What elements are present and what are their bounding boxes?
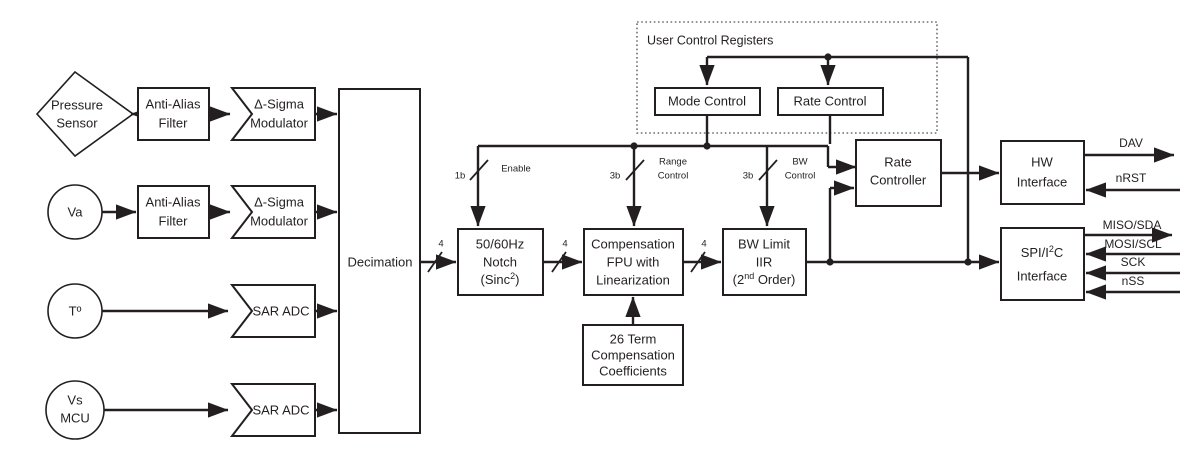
block-spi-i2c-interface[interactable]: SPI/I2C Interface xyxy=(1000,227,1085,301)
bus-slash-notch-out xyxy=(551,251,567,273)
rate-controller-line2: Controller xyxy=(870,172,927,187)
block-rate-controller[interactable]: Rate Controller xyxy=(855,139,942,207)
temperature-label: Tº xyxy=(69,303,82,318)
io-label-mosi-scl: MOSI/SCL xyxy=(1104,237,1162,251)
io-label-sck: SCK xyxy=(1121,255,1146,269)
source-va[interactable]: Va xyxy=(47,184,103,240)
source-vs-mcu[interactable]: Vs MCU xyxy=(45,380,105,440)
bw-limit-line2: IIR xyxy=(756,254,773,269)
compensation-line2: FPU with xyxy=(607,254,660,269)
bus-width-compensation-out: 4 xyxy=(701,239,706,250)
bus-slash-decimation-out xyxy=(427,251,443,273)
io-label-miso-sda: MISO/SDA xyxy=(1103,218,1162,232)
mode-control-label: Mode Control xyxy=(668,93,746,108)
coefficients-line1: 26 Term xyxy=(610,331,657,346)
block-mode-control[interactable]: Mode Control xyxy=(654,87,761,116)
vs-mcu-label-line1: Vs xyxy=(67,392,83,407)
notch-line1: 50/60Hz xyxy=(476,236,524,251)
rate-controller-line1: Rate xyxy=(884,154,911,169)
compensation-line1: Compensation xyxy=(591,236,675,251)
delta-sigma-modulator-1-line2: Modulator xyxy=(250,115,308,130)
control-label-bw-control-line1: BW xyxy=(792,157,807,168)
user-control-registers-group: User Control Registers xyxy=(636,21,938,134)
io-label-nrst: nRST xyxy=(1116,171,1147,185)
compensation-line3: Linearization xyxy=(596,272,670,287)
control-label-range-control-line2: Control xyxy=(658,171,689,182)
junction-spi-input xyxy=(964,258,972,266)
control-label-enable: Enable xyxy=(501,164,531,175)
bw-limit-line1: BW Limit xyxy=(738,236,790,251)
source-temperature[interactable]: Tº xyxy=(47,283,103,339)
coefficients-line3: Coefficients xyxy=(599,363,667,378)
block-hw-interface[interactable]: HW Interface xyxy=(1000,140,1085,205)
notch-line2: Notch xyxy=(483,254,517,269)
anti-alias-filter-1-line1: Anti-Alias xyxy=(146,96,201,111)
hw-interface-line2: Interface xyxy=(1017,174,1068,189)
decimation-label: Decimation xyxy=(347,254,412,269)
delta-sigma-modulator-2-line2: Modulator xyxy=(250,213,308,228)
delta-sigma-modulator-2-line1: Δ-Sigma xyxy=(254,194,305,209)
anti-alias-filter-2-line2: Filter xyxy=(159,213,189,228)
pressure-sensor-label-line2: Sensor xyxy=(56,115,98,130)
spi-i2c-line2: Interface xyxy=(1017,268,1068,283)
bus-slash-range-control xyxy=(625,159,645,181)
bus-width-notch-out: 4 xyxy=(562,239,567,250)
block-delta-sigma-modulator-2[interactable]: Δ-Sigma Modulator xyxy=(229,185,316,239)
user-control-registers-label: User Control Registers xyxy=(647,33,773,47)
block-bw-limit[interactable]: BW Limit IIR (2nd Order) xyxy=(722,228,807,296)
control-width-bw-control: 3b xyxy=(743,171,754,182)
block-anti-alias-filter-1[interactable]: Anti-Alias Filter xyxy=(137,87,210,141)
bus-slash-bw-control xyxy=(758,159,778,181)
block-sar-adc-2[interactable]: SAR ADC xyxy=(229,383,316,437)
coefficients-line2: Compensation xyxy=(591,347,675,362)
spi-i2c-line1: SPI/I2C xyxy=(1021,244,1064,260)
anti-alias-filter-2-line1: Anti-Alias xyxy=(146,194,201,209)
hw-interface-line1: HW xyxy=(1031,154,1053,169)
block-rate-control[interactable]: Rate Control xyxy=(777,87,884,116)
block-decimation[interactable]: Decimation xyxy=(338,88,421,434)
io-label-dav: DAV xyxy=(1119,136,1143,150)
control-label-bw-control-line2: Control xyxy=(785,171,816,182)
notch-line3: (Sinc2) xyxy=(481,271,520,287)
block-delta-sigma-modulator-1[interactable]: Δ-Sigma Modulator xyxy=(229,87,316,141)
block-compensation-coefficients[interactable]: 26 Term Compensation Coefficients xyxy=(582,324,684,386)
delta-sigma-modulator-1-line1: Δ-Sigma xyxy=(254,96,305,111)
io-label-nss: nSS xyxy=(1122,274,1145,288)
control-width-range-control: 3b xyxy=(610,171,621,182)
control-width-enable: 1b xyxy=(455,171,466,182)
source-pressure-sensor[interactable]: Pressure Sensor xyxy=(35,70,135,158)
block-compensation-fpu[interactable]: Compensation FPU with Linearization xyxy=(583,228,684,296)
va-label: Va xyxy=(68,204,84,219)
block-sar-adc-1[interactable]: SAR ADC xyxy=(229,284,316,338)
bus-slash-enable xyxy=(469,159,489,181)
pressure-sensor-label-line1: Pressure xyxy=(51,97,103,112)
junction-mode-control xyxy=(703,142,711,150)
control-label-range-control-line1: Range xyxy=(659,157,687,168)
rate-control-label: Rate Control xyxy=(794,93,867,108)
bus-slash-compensation-out xyxy=(690,251,706,273)
vs-mcu-label-line2: MCU xyxy=(60,410,90,425)
sar-adc-2-label: SAR ADC xyxy=(252,402,309,417)
bus-width-decimation-out: 4 xyxy=(438,239,443,250)
block-notch[interactable]: 50/60Hz Notch (Sinc2) xyxy=(457,228,544,296)
anti-alias-filter-1-line2: Filter xyxy=(159,115,189,130)
block-anti-alias-filter-2[interactable]: Anti-Alias Filter xyxy=(137,185,210,239)
bw-limit-line3: (2nd Order) xyxy=(733,271,796,287)
sar-adc-1-label: SAR ADC xyxy=(252,303,309,318)
